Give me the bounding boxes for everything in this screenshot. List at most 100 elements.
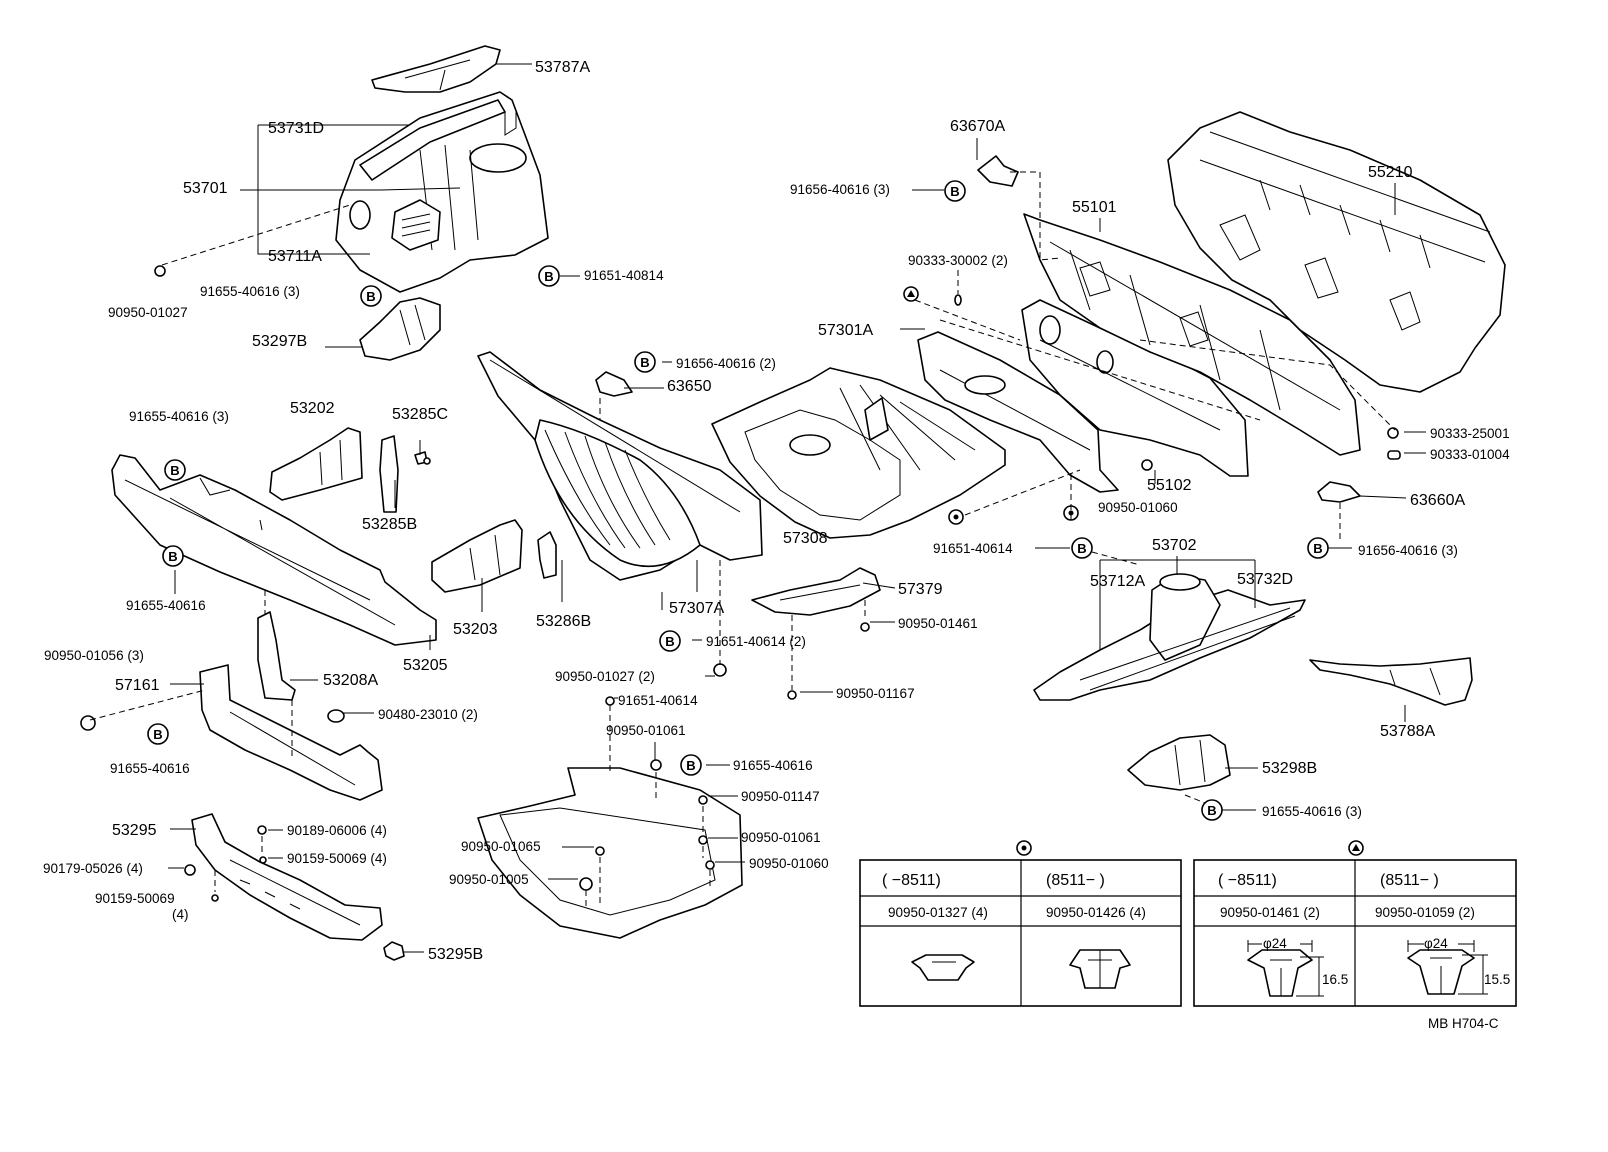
b-symbol-6: B [1071, 537, 1093, 559]
part-label: 53202 [290, 400, 335, 417]
part-53297b [359, 297, 441, 361]
part-label: 53732D [1237, 571, 1293, 588]
b-symbol-4: B [634, 351, 656, 373]
part-label: 53787A [535, 59, 590, 76]
fasteners [80, 265, 1401, 902]
svg-text:B: B [168, 549, 177, 564]
part-label: 91651-40814 [584, 268, 664, 283]
part-53701 [335, 91, 549, 293]
part-53285b [379, 435, 399, 513]
part-53295 [191, 813, 383, 941]
dim-height-1: 16.5 [1322, 972, 1348, 987]
part-label: 57161 [115, 677, 160, 694]
dim-height-2: 15.5 [1484, 972, 1510, 987]
part-label: 57301A [818, 322, 873, 339]
part-label: 53205 [403, 657, 448, 674]
part-57307a [477, 351, 763, 581]
part-label: 91655-40616 (3) [129, 409, 229, 424]
part-label: 53711A [268, 248, 322, 265]
part-label: 90950-01061 [606, 723, 686, 738]
part-label: 63670A [950, 118, 1005, 135]
part-label: 57308 [783, 530, 828, 547]
part-label: 91656-40616 (2) [676, 356, 776, 371]
part-label: 63650 [667, 378, 712, 395]
clip-drawing-1 [911, 954, 975, 981]
part-53295b [383, 941, 405, 961]
part-label: 90950-01147 [741, 789, 820, 804]
part-label: 55102 [1147, 477, 1192, 494]
table-left: ( −8511) (8511− ) 90950-01327 (4) 90950-… [859, 859, 1182, 1007]
part-label: 91656-40616 (3) [790, 182, 890, 197]
table-left-symbol [1016, 840, 1032, 856]
table-left-col1-part: 90950-01327 (4) [888, 905, 988, 920]
svg-text:B: B [170, 463, 179, 478]
svg-text:B: B [366, 289, 375, 304]
part-57308 [711, 367, 1006, 539]
table-right-col2-part: 90950-01059 (2) [1375, 905, 1475, 920]
b-symbol-10: B [147, 723, 169, 745]
table-left-col2-part: 90950-01426 (4) [1046, 905, 1146, 920]
part-label: 91655-40616 [110, 761, 190, 776]
part-label: 53298B [1262, 760, 1317, 777]
part-label: 90950-01060 [1098, 500, 1178, 515]
table-left-col1-header: ( −8511) [882, 872, 941, 889]
part-label: 53203 [453, 621, 498, 638]
part-55101 [1023, 213, 1361, 456]
part-label: 90159-50069 (4) [287, 851, 387, 866]
part-57379 [751, 567, 881, 616]
part-label: 90333-01004 [1430, 447, 1510, 462]
part-label: 53295B [428, 946, 483, 963]
part-63650 [595, 371, 633, 397]
part-label: 90950-01167 [836, 686, 915, 701]
part-57301a [917, 331, 1119, 493]
part-63670a [977, 155, 1019, 187]
part-label: 53702 [1152, 537, 1197, 554]
part-label: 55101 [1072, 199, 1117, 216]
part-label: 53286B [536, 613, 591, 630]
b-symbol-8: B [162, 545, 184, 567]
part-53787a [371, 45, 501, 93]
svg-text:B: B [1077, 541, 1086, 556]
part-label: 90189-06006 (4) [287, 823, 387, 838]
part-63660a [1317, 481, 1361, 503]
part-label: 63660A [1410, 492, 1465, 509]
table-right-col2-header: (8511− ) [1380, 872, 1439, 889]
part-53203 [431, 519, 523, 593]
b-symbol-3: B [360, 285, 382, 307]
part-labels: 53787A53731D5370153711A91651-4081491655-… [43, 59, 1510, 963]
table-right: ( −8511) (8511− ) 90950-01461 (2) 90950-… [1193, 859, 1517, 1007]
part-55102 [1021, 299, 1249, 477]
part-label: 91655-40616 [733, 758, 813, 773]
dashed-guides [89, 171, 1396, 910]
part-53202 [269, 427, 363, 501]
part-55210 [1167, 111, 1506, 393]
part-label: 90950-01065 [461, 839, 541, 854]
svg-text:B: B [950, 184, 959, 199]
b-symbol-1: B [944, 180, 966, 202]
part-label: 90950-01061 [741, 830, 821, 845]
b-symbol-12: B [1201, 799, 1223, 821]
part-label: 53788A [1380, 723, 1435, 740]
part-label: 91655-40616 (3) [200, 284, 300, 299]
part-label: 53285C [392, 406, 448, 423]
part-label: 91651-40614 (2) [706, 634, 806, 649]
part-label: 90333-25001 [1430, 426, 1510, 441]
part-label: 53712A [1090, 573, 1145, 590]
part-label: 57307A [669, 600, 724, 617]
clip-drawing-2 [1069, 949, 1131, 989]
part-label: 90950-01027 (2) [555, 669, 655, 684]
part-57161 [199, 664, 383, 801]
dim-diameter-1: φ24 [1263, 936, 1287, 951]
svg-text:B: B [1207, 803, 1216, 818]
clip-drawing-4: φ24 15.5 [1407, 936, 1510, 995]
part-label: 90950-01005 [449, 872, 529, 887]
b-symbol-5: B [164, 459, 186, 481]
dim-diameter-2: φ24 [1424, 936, 1448, 951]
part-label: 91651-40614 [933, 541, 1013, 556]
b-symbol-2: B [538, 265, 560, 287]
svg-text:B: B [665, 634, 674, 649]
part-label: 90950-01461 [898, 616, 978, 631]
part-53702 [1033, 573, 1306, 701]
part-label: 91655-40616 [126, 598, 206, 613]
